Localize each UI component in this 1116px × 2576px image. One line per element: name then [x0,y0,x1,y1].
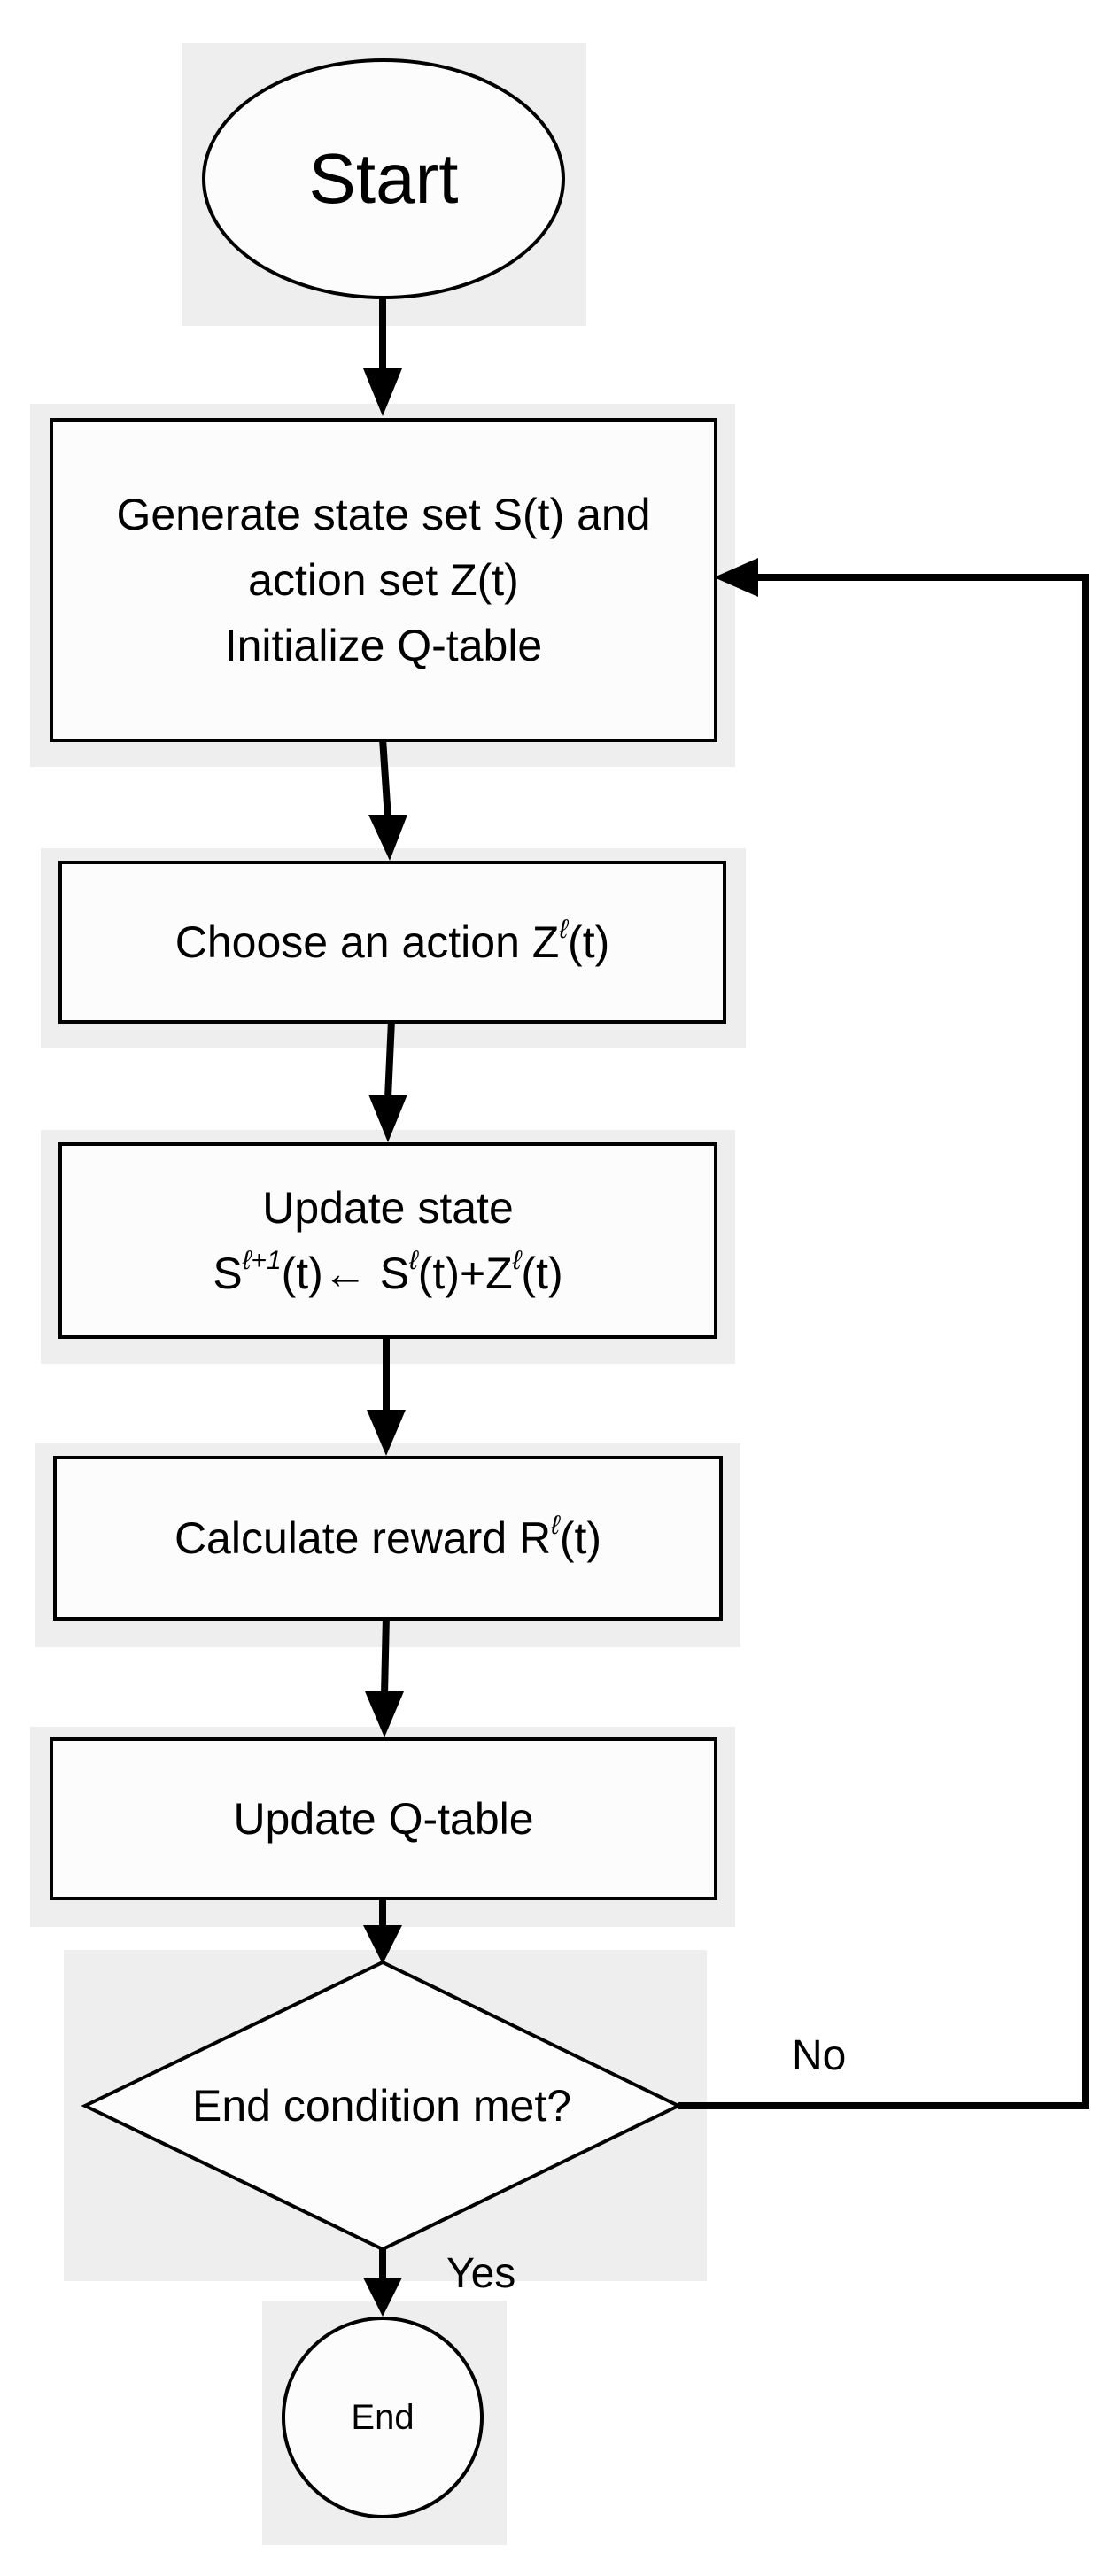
choose-sup: ℓ [559,915,569,945]
update-q-node: Update Q-table [50,1737,717,1900]
reward-node: Calculate reward Rℓ(t) [53,1456,723,1621]
choose-tail: (t) [568,917,610,967]
update-state-line-2: Sℓ+1(t)← Sℓ(t)+Zℓ(t) [213,1241,562,1306]
update-state-tail: (t) [521,1249,563,1298]
choose-action-node: Choose an action Zℓ(t) [58,861,726,1024]
edge-reward-update-q [381,1614,390,1696]
update-q-label: Update Q-table [233,1794,534,1844]
edge-init-choose [379,738,391,819]
update-state-mid: (t)← S [281,1249,410,1298]
arrowhead-update-q-decision [363,1925,402,1964]
arrowhead-init-choose [368,815,407,861]
arrowhead-reward-update-q [365,1691,404,1737]
end-label: End [351,2397,415,2437]
arrowhead-decision-end [363,2278,402,2317]
reward-text: Calculate reward R [174,1513,552,1563]
start-label: Start [308,139,459,218]
update-state-sup-2: ℓ [409,1246,418,1276]
yes-label: Yes [446,2250,516,2297]
init-node: Generate state set S(t) and action set Z… [50,418,717,742]
decision-label: End condition met? [191,2081,572,2131]
no-label: No [792,2032,847,2079]
update-state-node: Update state Sℓ+1(t)← Sℓ(t)+Zℓ(t) [58,1142,717,1339]
start-node: Start [202,58,565,299]
edge-decision-loop [678,574,1089,2109]
choose-text: Choose an action Z [174,917,560,967]
update-state-sup-1: ℓ+1 [242,1246,282,1276]
reward-sup: ℓ [551,1511,560,1541]
init-line-3: Initialize Q-table [224,621,543,670]
update-state-sup-3: ℓ [512,1246,522,1276]
init-line-2: action set Z(t) [248,555,519,605]
arrowhead-loop-init [714,558,758,597]
edge-choose-update-state [384,1019,395,1099]
arrowhead-choose-update-state [368,1095,407,1142]
reward-tail: (t) [559,1513,602,1563]
update-state-s: S [213,1249,243,1298]
arrowhead-update-state-reward [367,1410,406,1456]
update-state-mid-2: (t)+Z [417,1249,513,1298]
end-node: End [282,2317,484,2518]
arrowhead-start-init [363,368,402,416]
update-state-line-1: Update state [262,1183,514,1233]
init-line-1: Generate state set S(t) and [116,490,651,539]
